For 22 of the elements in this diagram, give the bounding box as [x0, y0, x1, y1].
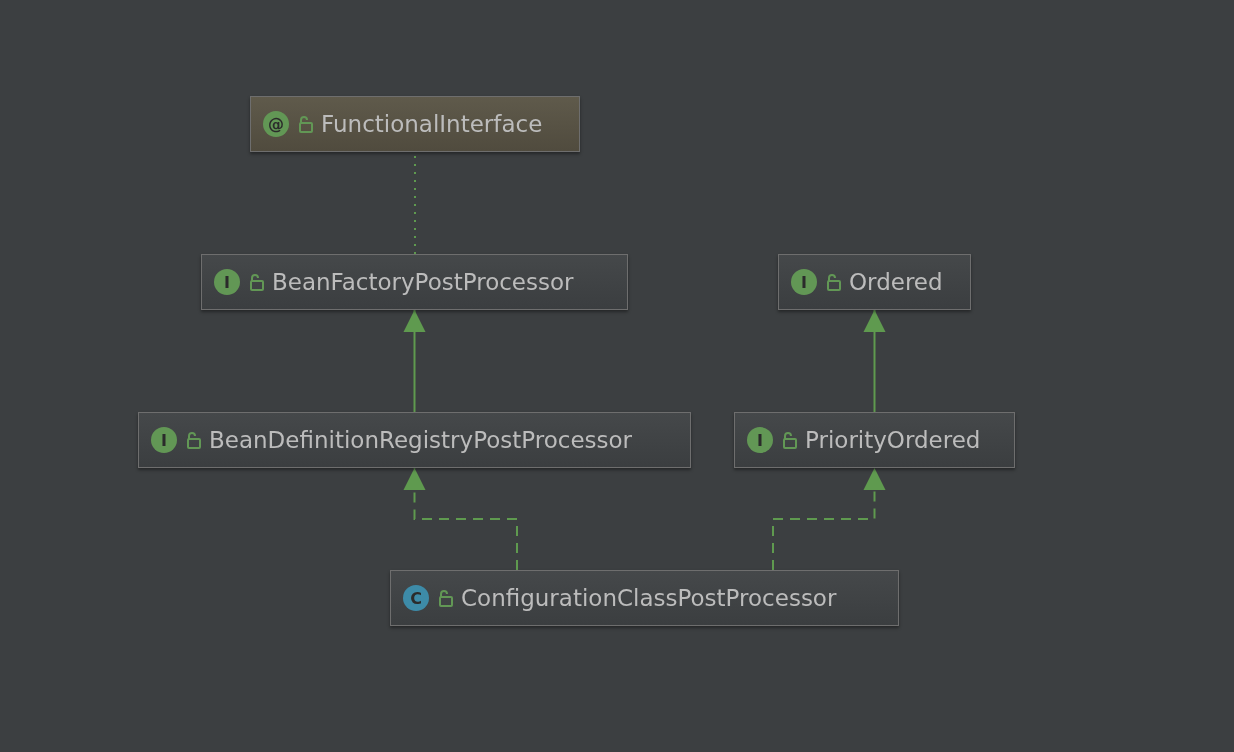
- kind-marker: C: [403, 585, 429, 611]
- class-name: BeanFactoryPostProcessor: [272, 269, 574, 295]
- class-name: Ordered: [849, 269, 943, 295]
- kind-marker: I: [214, 269, 240, 295]
- class-box: [250, 96, 580, 152]
- class-box: [734, 412, 1015, 468]
- class-box: [390, 570, 899, 626]
- kind-marker: @: [263, 111, 289, 137]
- arrow: [772, 467, 886, 571]
- arrow: [403, 467, 518, 571]
- kind-marker: I: [747, 427, 773, 453]
- class-box: [778, 254, 971, 310]
- class-name: ConfigurationClassPostProcessor: [461, 585, 837, 611]
- class-name: BeanDefinitionRegistryPostProcessor: [209, 427, 633, 453]
- class-box: [138, 412, 691, 468]
- class-name: FunctionalInterface: [321, 111, 543, 137]
- class-name: PriorityOrdered: [805, 427, 981, 453]
- kind-marker: I: [151, 427, 177, 453]
- class-box: [201, 254, 628, 310]
- arrow: [403, 309, 426, 413]
- arrow: [863, 309, 886, 413]
- kind-marker: I: [791, 269, 817, 295]
